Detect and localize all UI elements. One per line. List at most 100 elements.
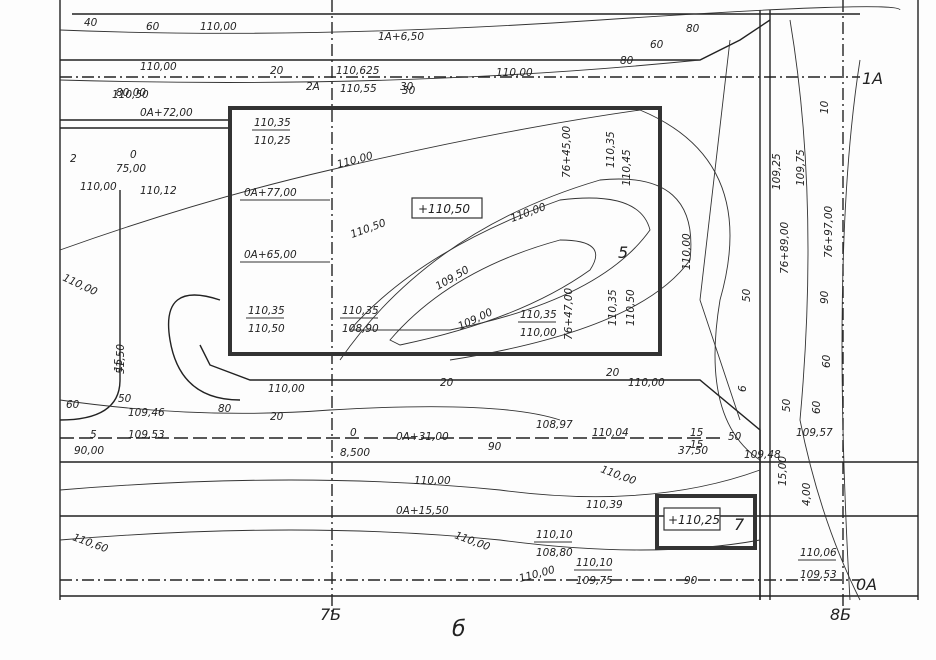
coord-mark: 76+47,00 bbox=[563, 287, 575, 340]
elevation-mark: 109,48 bbox=[744, 449, 781, 461]
drawing-element: 110,35 bbox=[520, 309, 557, 321]
number: 80 bbox=[620, 55, 634, 67]
elevation-mark: 109,75 bbox=[795, 149, 807, 186]
elevation-mark: 2A bbox=[306, 81, 320, 93]
drawing-element: 109,75 bbox=[576, 575, 613, 587]
label-group: 1A 0A 7Б 8Б б 5 +110,50 7 +110,25 110,35… bbox=[61, 17, 883, 642]
contour-line bbox=[699, 39, 741, 421]
drawing-element: 110,50 bbox=[248, 323, 285, 335]
elevation-mark: 109,53 bbox=[128, 429, 165, 441]
coord-mark: 76+89,00 bbox=[779, 221, 791, 274]
drawing-element: 108,90 bbox=[342, 323, 379, 335]
number: 60 bbox=[66, 399, 80, 411]
elevation-mark: 108,97 bbox=[536, 419, 573, 431]
number: 30 bbox=[402, 85, 416, 97]
contour-line bbox=[339, 178, 692, 361]
elevation-mark: 90,00 bbox=[74, 445, 104, 457]
contour-line bbox=[59, 469, 761, 498]
number: 50 bbox=[741, 288, 753, 302]
axis-label-8b: 8Б bbox=[830, 605, 851, 624]
contour-line bbox=[59, 399, 561, 421]
elevation-mark: 110,39 bbox=[586, 499, 623, 511]
number: 20 bbox=[270, 65, 284, 77]
axis-label-0a: 0A bbox=[856, 575, 877, 594]
number: 6 bbox=[737, 385, 749, 392]
elevation-mark: 110,00 bbox=[681, 233, 693, 270]
elevation-mark: 110,55 bbox=[340, 83, 377, 95]
road-edge bbox=[199, 344, 761, 600]
elevation-mark: 80,00 bbox=[116, 87, 146, 99]
contour-line bbox=[59, 59, 701, 83]
contour-group bbox=[59, 6, 901, 601]
number: 80 bbox=[218, 403, 232, 415]
number: 60 bbox=[821, 354, 833, 368]
contour-value: 110,00 bbox=[336, 150, 375, 171]
contour-value: 110,00 bbox=[496, 67, 533, 79]
grade-mark: 110,10 109,75 bbox=[574, 557, 613, 587]
contour-value: 110,60 bbox=[71, 532, 110, 556]
drawing-element: 110,10 bbox=[576, 557, 613, 569]
contour-value: 110,00 bbox=[268, 383, 305, 395]
road-curve bbox=[167, 294, 241, 401]
drawing-element: 109,53 bbox=[800, 569, 837, 581]
drawing-element: 110,10 bbox=[536, 529, 573, 541]
contour-value: 110,00 bbox=[453, 530, 492, 554]
contour-value: 110,00 bbox=[599, 464, 638, 488]
contour-line bbox=[59, 6, 901, 34]
number: 15 bbox=[690, 427, 704, 439]
road-curve bbox=[59, 190, 121, 421]
number: 90 bbox=[488, 441, 502, 453]
building-elevation: +110,50 bbox=[418, 202, 470, 216]
number: 90 bbox=[819, 290, 831, 304]
elevation-mark: 4,00 bbox=[801, 482, 813, 506]
elevation-mark: 110,00 bbox=[200, 21, 237, 33]
drawing-element: 110,35 bbox=[607, 289, 619, 326]
coord-mark: 0A+31,00 bbox=[396, 431, 449, 443]
road-edge bbox=[60, 19, 771, 61]
contour-value: 110,00 bbox=[140, 61, 177, 73]
elevation-mark: 75,00 bbox=[116, 163, 146, 175]
coord-mark: 0A+65,00 bbox=[244, 249, 297, 261]
number: 60 bbox=[811, 400, 823, 414]
elevation-mark: 110,00 bbox=[518, 564, 557, 585]
coord-mark: 76+45,00 bbox=[561, 125, 573, 178]
number: 50 bbox=[118, 393, 132, 405]
elevation-mark: 37,50 bbox=[678, 445, 708, 457]
elevation-mark: 109,46 bbox=[128, 407, 165, 419]
contour-line bbox=[639, 109, 761, 461]
number: 90 bbox=[684, 575, 698, 587]
elevation-mark: 110,50 bbox=[112, 89, 149, 101]
number: 0 bbox=[350, 427, 357, 439]
number: 50 bbox=[781, 398, 793, 412]
elevation-mark: 110,12 bbox=[140, 185, 177, 197]
coord-mark: 0A+77,00 bbox=[244, 187, 297, 199]
contour-value: 110,00 bbox=[628, 377, 665, 389]
elevation-mark: 51,50 bbox=[115, 344, 127, 374]
contour-line bbox=[59, 109, 641, 251]
elevation-mark: 15,00 bbox=[777, 456, 789, 486]
number: 40 bbox=[84, 17, 98, 29]
contour-line bbox=[841, 59, 861, 601]
building-number: 5 bbox=[618, 243, 628, 262]
contour-line bbox=[789, 19, 861, 601]
number: 15 bbox=[690, 439, 704, 451]
elevation-mark: 110,625 bbox=[336, 65, 380, 77]
number: 20 bbox=[440, 377, 454, 389]
contour-value: 110,50 bbox=[349, 217, 388, 241]
number: 2 bbox=[70, 153, 77, 165]
building-5-outline bbox=[228, 106, 662, 356]
number: 15 bbox=[113, 358, 125, 372]
elevation-mark: 110,00 bbox=[80, 181, 117, 193]
contour-value: 110,00 bbox=[509, 201, 548, 225]
number: 50 bbox=[728, 431, 742, 443]
number: 20 bbox=[606, 367, 620, 379]
